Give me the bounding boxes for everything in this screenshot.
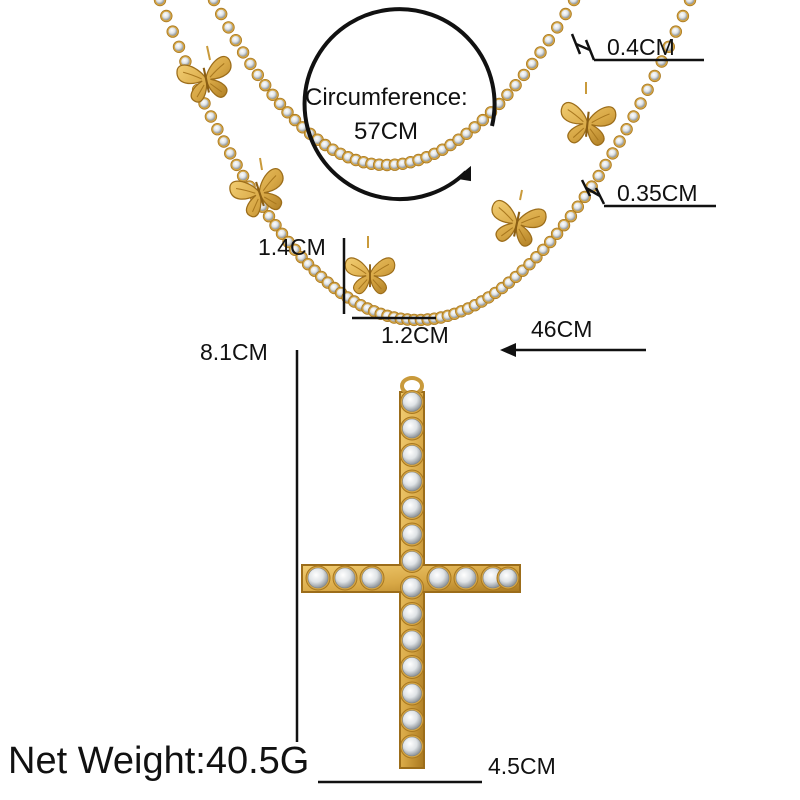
cross-height-label: 8.1CM	[200, 339, 268, 365]
butterfly-height-label: 1.4CM	[258, 234, 326, 260]
arrowhead-icon	[500, 343, 516, 357]
cross-width-label: 4.5CM	[488, 753, 556, 779]
butterfly-charm	[344, 236, 396, 295]
net-weight-label: Net Weight:40.5G	[8, 740, 310, 782]
circumference-arrow	[302, 7, 497, 202]
butterfly-charm	[226, 157, 294, 223]
circumference-value: 57CM	[354, 118, 419, 145]
circumference-label: Circumference:	[305, 84, 468, 111]
butterfly-charm	[174, 45, 239, 107]
chain-length-label: 46CM	[531, 316, 593, 342]
dimension-lines	[295, 33, 716, 784]
butterfly-charm	[484, 189, 549, 251]
cross-pendant	[301, 376, 521, 769]
chain-width-upper-label: 0.4CM	[607, 34, 675, 60]
butterfly-width-label: 1.2CM	[381, 322, 449, 348]
butterfly-charm	[557, 82, 618, 148]
chain-width-lower-label: 0.35CM	[617, 180, 698, 206]
